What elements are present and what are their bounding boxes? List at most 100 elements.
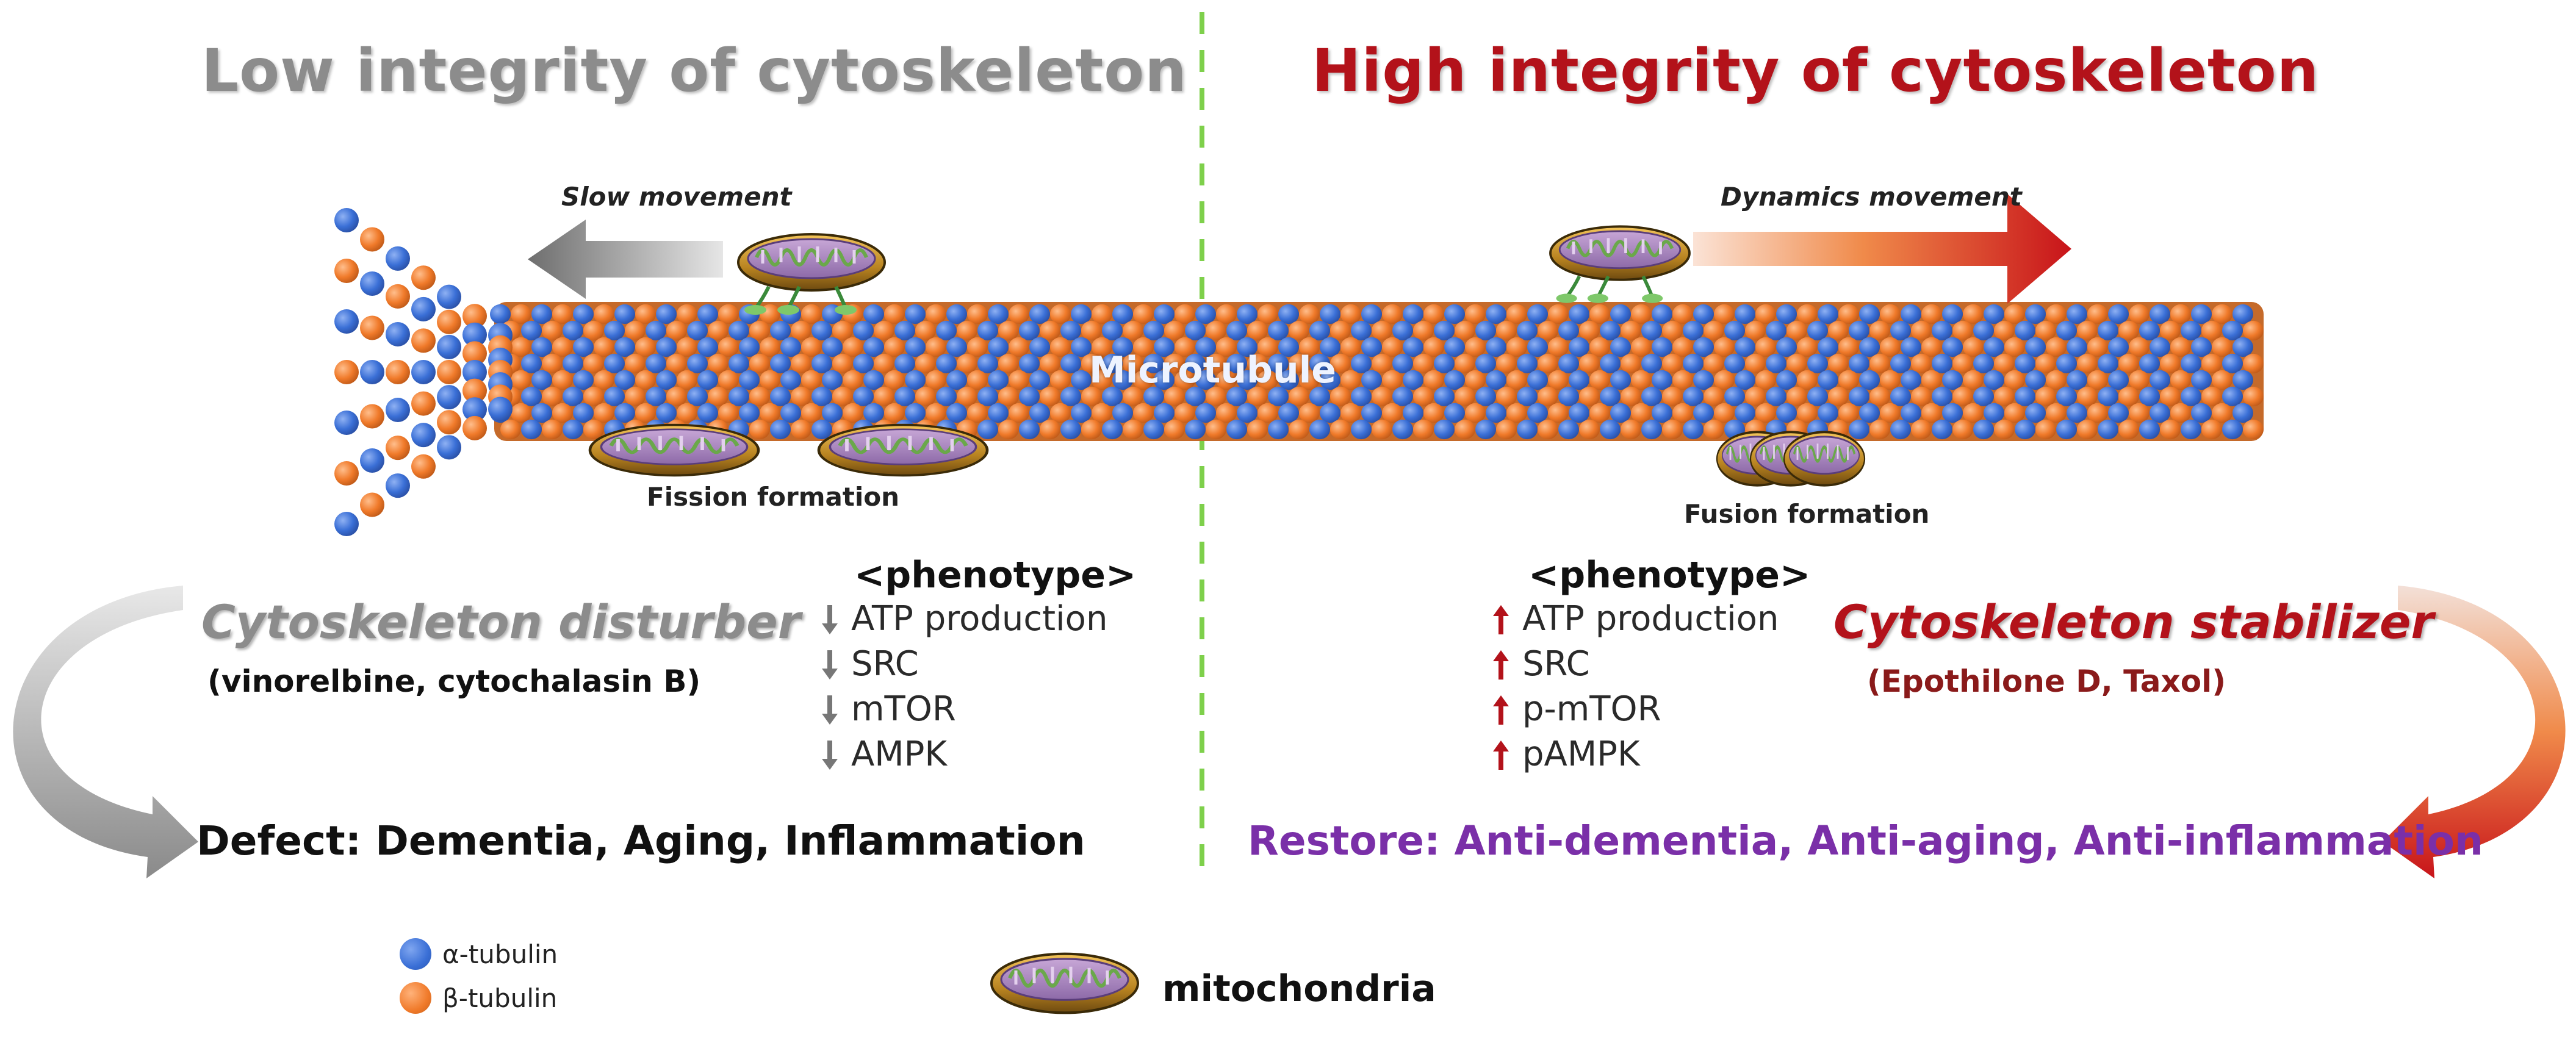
alpha-tubulin-subunit	[2150, 304, 2170, 325]
alpha-tubulin-subunit	[1102, 419, 1123, 440]
beta-tubulin-subunit	[1289, 320, 1309, 341]
beta-tubulin-subunit	[1081, 353, 1102, 374]
phenotype-right-label: SRC	[1522, 644, 1590, 684]
phenotype-left-label: AMPK	[851, 734, 948, 774]
alpha-tubulin-subunit	[1486, 403, 1506, 423]
beta-tubulin-subunit	[1455, 353, 1475, 374]
alpha-tubulin-subunit	[1683, 386, 1704, 407]
alpha-tubulin-subunit	[1776, 403, 1797, 423]
beta-tubulin-subunit	[1994, 353, 2015, 374]
beta-tubulin-subunit	[2129, 370, 2150, 390]
beta-tubulin-subunit	[2170, 304, 2191, 325]
beta-tubulin-subunit	[462, 304, 487, 329]
beta-tubulin-subunit	[1092, 370, 1112, 390]
alpha-tubulin-subunit	[521, 386, 542, 407]
beta-tubulin-subunit	[1133, 403, 1154, 423]
beta-tubulin-subunit	[2129, 304, 2150, 325]
beta-tubulin-subunit	[1206, 320, 1226, 341]
phenotype-right-item: pAMPK	[1492, 732, 1858, 777]
alpha-tubulin-subunit	[863, 403, 884, 423]
alpha-tubulin-subunit	[1890, 320, 1911, 341]
beta-tubulin-subunit	[832, 320, 853, 341]
beta-tubulin-subunit	[1009, 304, 1029, 325]
alpha-tubulin-subunit	[780, 337, 801, 357]
alpha-tubulin-subunit	[1859, 403, 1880, 423]
beta-tubulin-subunit	[1175, 337, 1195, 357]
beta-tubulin-subunit	[1382, 304, 1403, 325]
alpha-tubulin-subunit	[1019, 320, 1040, 341]
alpha-tubulin-subunit	[1278, 304, 1299, 325]
beta-tubulin-subunit	[1330, 353, 1351, 374]
alpha-tubulin-legend-swatch	[400, 938, 431, 970]
beta-tubulin-subunit	[1755, 403, 1776, 423]
beta-tubulin-subunit	[1330, 386, 1351, 407]
beta-tubulin-subunit	[2243, 353, 2264, 374]
alpha-tubulin-subunit	[2181, 386, 2201, 407]
beta-tubulin-subunit	[926, 304, 946, 325]
beta-tubulin-subunit	[1548, 337, 1569, 357]
beta-tubulin-subunit	[1216, 403, 1237, 423]
beta-tubulin-subunit	[542, 320, 563, 341]
alpha-tubulin-subunit	[1849, 419, 1869, 440]
alpha-tubulin-subunit	[2108, 304, 2129, 325]
beta-tubulin-subunit	[1631, 337, 1652, 357]
beta-tubulin-subunit	[1133, 370, 1154, 390]
alpha-tubulin-subunit	[1309, 320, 1330, 341]
alpha-tubulin-subunit	[2067, 370, 2087, 390]
alpha-tubulin-subunit	[946, 337, 967, 357]
beta-tubulin-subunit	[1704, 386, 1724, 407]
alpha-tubulin-subunit	[1361, 337, 1382, 357]
beta-tubulin-subunit	[1963, 403, 1984, 423]
beta-tubulin-subunit	[760, 403, 780, 423]
alpha-tubulin-subunit	[1444, 337, 1465, 357]
alpha-tubulin-subunit	[770, 353, 791, 374]
alpha-tubulin-subunit	[1600, 353, 1621, 374]
beta-tubulin-subunit	[884, 370, 905, 390]
phenotype-left-label: SRC	[851, 644, 919, 684]
beta-tubulin-subunit	[998, 320, 1019, 341]
beta-tubulin-subunit	[1050, 370, 1071, 390]
alpha-tubulin-subunit	[437, 284, 461, 309]
alpha-tubulin-subunit	[1652, 304, 1672, 325]
alpha-tubulin-subunit	[853, 320, 874, 341]
beta-tubulin-subunit	[874, 386, 894, 407]
beta-tubulin-subunit	[1175, 370, 1195, 390]
alpha-tubulin-subunit	[811, 353, 832, 374]
alpha-tubulin-subunit	[2181, 353, 2201, 374]
alpha-tubulin-subunit	[1600, 386, 1621, 407]
beta-tubulin-subunit	[2077, 320, 2098, 341]
alpha-tubulin-subunit	[1735, 304, 1755, 325]
alpha-tubulin-subunit	[656, 337, 677, 357]
beta-tubulin-subunit	[884, 403, 905, 423]
alpha-tubulin-subunit	[563, 419, 583, 440]
beta-tubulin-subunit	[2243, 386, 2264, 407]
alpha-tubulin-subunit	[2191, 337, 2212, 357]
alpha-tubulin-subunit	[1154, 337, 1175, 357]
alpha-tubulin-subunit	[1932, 386, 1952, 407]
alpha-tubulin-subunit	[2222, 320, 2243, 341]
beta-tubulin-subunit	[1745, 320, 1766, 341]
alpha-tubulin-subunit	[1237, 403, 1257, 423]
alpha-tubulin-subunit	[1237, 370, 1257, 390]
alpha-tubulin-subunit	[1351, 353, 1372, 374]
beta-tubulin-subunit	[411, 265, 436, 290]
alpha-tubulin-subunit	[1475, 353, 1496, 374]
alpha-tubulin-subunit	[1569, 304, 1589, 325]
alpha-tubulin-subunit	[2150, 370, 2170, 390]
alpha-tubulin-subunit	[1942, 403, 1963, 423]
beta-tubulin-subunit	[2035, 419, 2056, 440]
beta-tubulin-subunit	[2077, 419, 2098, 440]
alpha-tubulin-subunit	[1735, 403, 1755, 423]
alpha-tubulin-subunit	[656, 304, 677, 325]
alpha-tubulin-subunit	[646, 353, 666, 374]
dynamics-movement-arrow	[1693, 194, 2071, 304]
alpha-tubulin-subunit	[1154, 304, 1175, 325]
alpha-tubulin-subunit	[521, 419, 542, 440]
alpha-tubulin-subunit	[1807, 353, 1828, 374]
alpha-tubulin-subunit	[1652, 337, 1672, 357]
phenotype-left-label: ATP production	[851, 599, 1108, 639]
beta-tubulin-subunit	[594, 403, 614, 423]
alpha-tubulin-subunit	[822, 370, 843, 390]
alpha-tubulin-subunit	[1278, 370, 1299, 390]
alpha-tubulin-subunit	[1683, 353, 1704, 374]
